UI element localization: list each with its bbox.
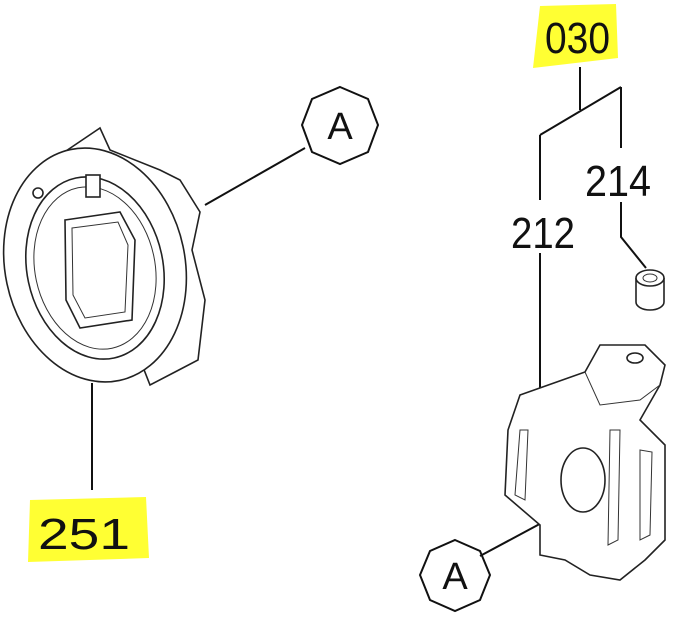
reference-a-top-badge (300, 85, 380, 166)
body-part-212 (504, 344, 666, 581)
ring-part-251 (2, 126, 206, 387)
screw-part-214 (635, 269, 665, 311)
callout-251: 251 (38, 510, 130, 559)
highlight-030 (533, 4, 618, 68)
callout-030: 030 (545, 14, 610, 63)
reference-a-bottom-badge (418, 538, 492, 613)
reference-a-bottom: A (442, 556, 468, 598)
reference-a-top: A (327, 106, 353, 148)
callout-214: 214 (585, 157, 651, 206)
callout-212: 212 (511, 209, 575, 258)
highlight-251 (28, 497, 149, 562)
